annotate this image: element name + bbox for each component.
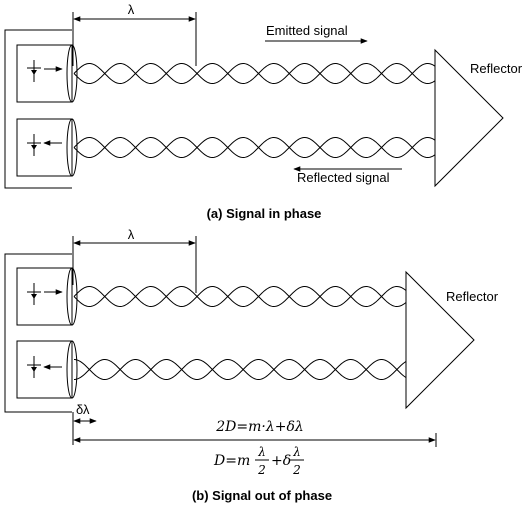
- equation-d-plus: +δ: [271, 453, 291, 469]
- caption-a: (a) Signal in phase: [207, 206, 322, 221]
- equation-two-d: 2D=m·λ+δλ: [215, 419, 304, 435]
- emitted-wave-upper-b: [73, 285, 407, 308]
- emitted-wave-lower-a: [73, 62, 436, 85]
- reflected-wave-lower-a: [73, 136, 436, 159]
- reflected-signal-label: Reflected signal: [297, 170, 390, 185]
- equation-d: D=m λ 2 +δ λ 2: [213, 445, 304, 477]
- reflected-wave-lower-b: [73, 358, 407, 381]
- emitted-wave-lower-b: [73, 285, 407, 308]
- reflected-wave-upper-b: [73, 358, 407, 381]
- signal-waves-a: [73, 62, 436, 159]
- caption-b: (b) Signal out of phase: [192, 488, 332, 503]
- reflector-a: [434, 48, 504, 188]
- signal-waves-b: [73, 285, 407, 381]
- emitter-unit-a: [16, 44, 78, 103]
- lambda-label-a: λ: [128, 2, 135, 17]
- equation-d-frac2-num: λ: [292, 445, 301, 459]
- reflector-label-b: Reflector: [446, 289, 499, 304]
- equation-d-frac1-den: 2: [257, 463, 266, 477]
- emitted-wave-upper-a: [73, 62, 436, 85]
- emitter-unit-b: [16, 267, 78, 326]
- panel-b: λ Reflector δλ 2D=m·λ+δλ D=m λ 2 +δ λ 2 …: [4, 227, 499, 503]
- reflected-wave-upper-a: [73, 136, 436, 159]
- instrument-housing-b: [4, 253, 72, 413]
- instrument-housing-a: [4, 29, 72, 189]
- equation-d-frac2-den: 2: [292, 463, 301, 477]
- receiver-unit-b: [16, 340, 78, 399]
- equation-d-lhs: D=m: [213, 453, 250, 469]
- delta-lambda-label: δλ: [76, 402, 90, 417]
- lambda-label-b: λ: [128, 227, 135, 242]
- reflector-b: [405, 270, 475, 410]
- panel-a: λ Emitted signal Reflected signal Reflec…: [4, 2, 523, 221]
- emitted-signal-label: Emitted signal: [266, 23, 348, 38]
- reflector-label-a: Reflector: [470, 61, 523, 76]
- equation-d-frac1-num: λ: [257, 445, 266, 459]
- receiver-unit-a: [16, 118, 78, 177]
